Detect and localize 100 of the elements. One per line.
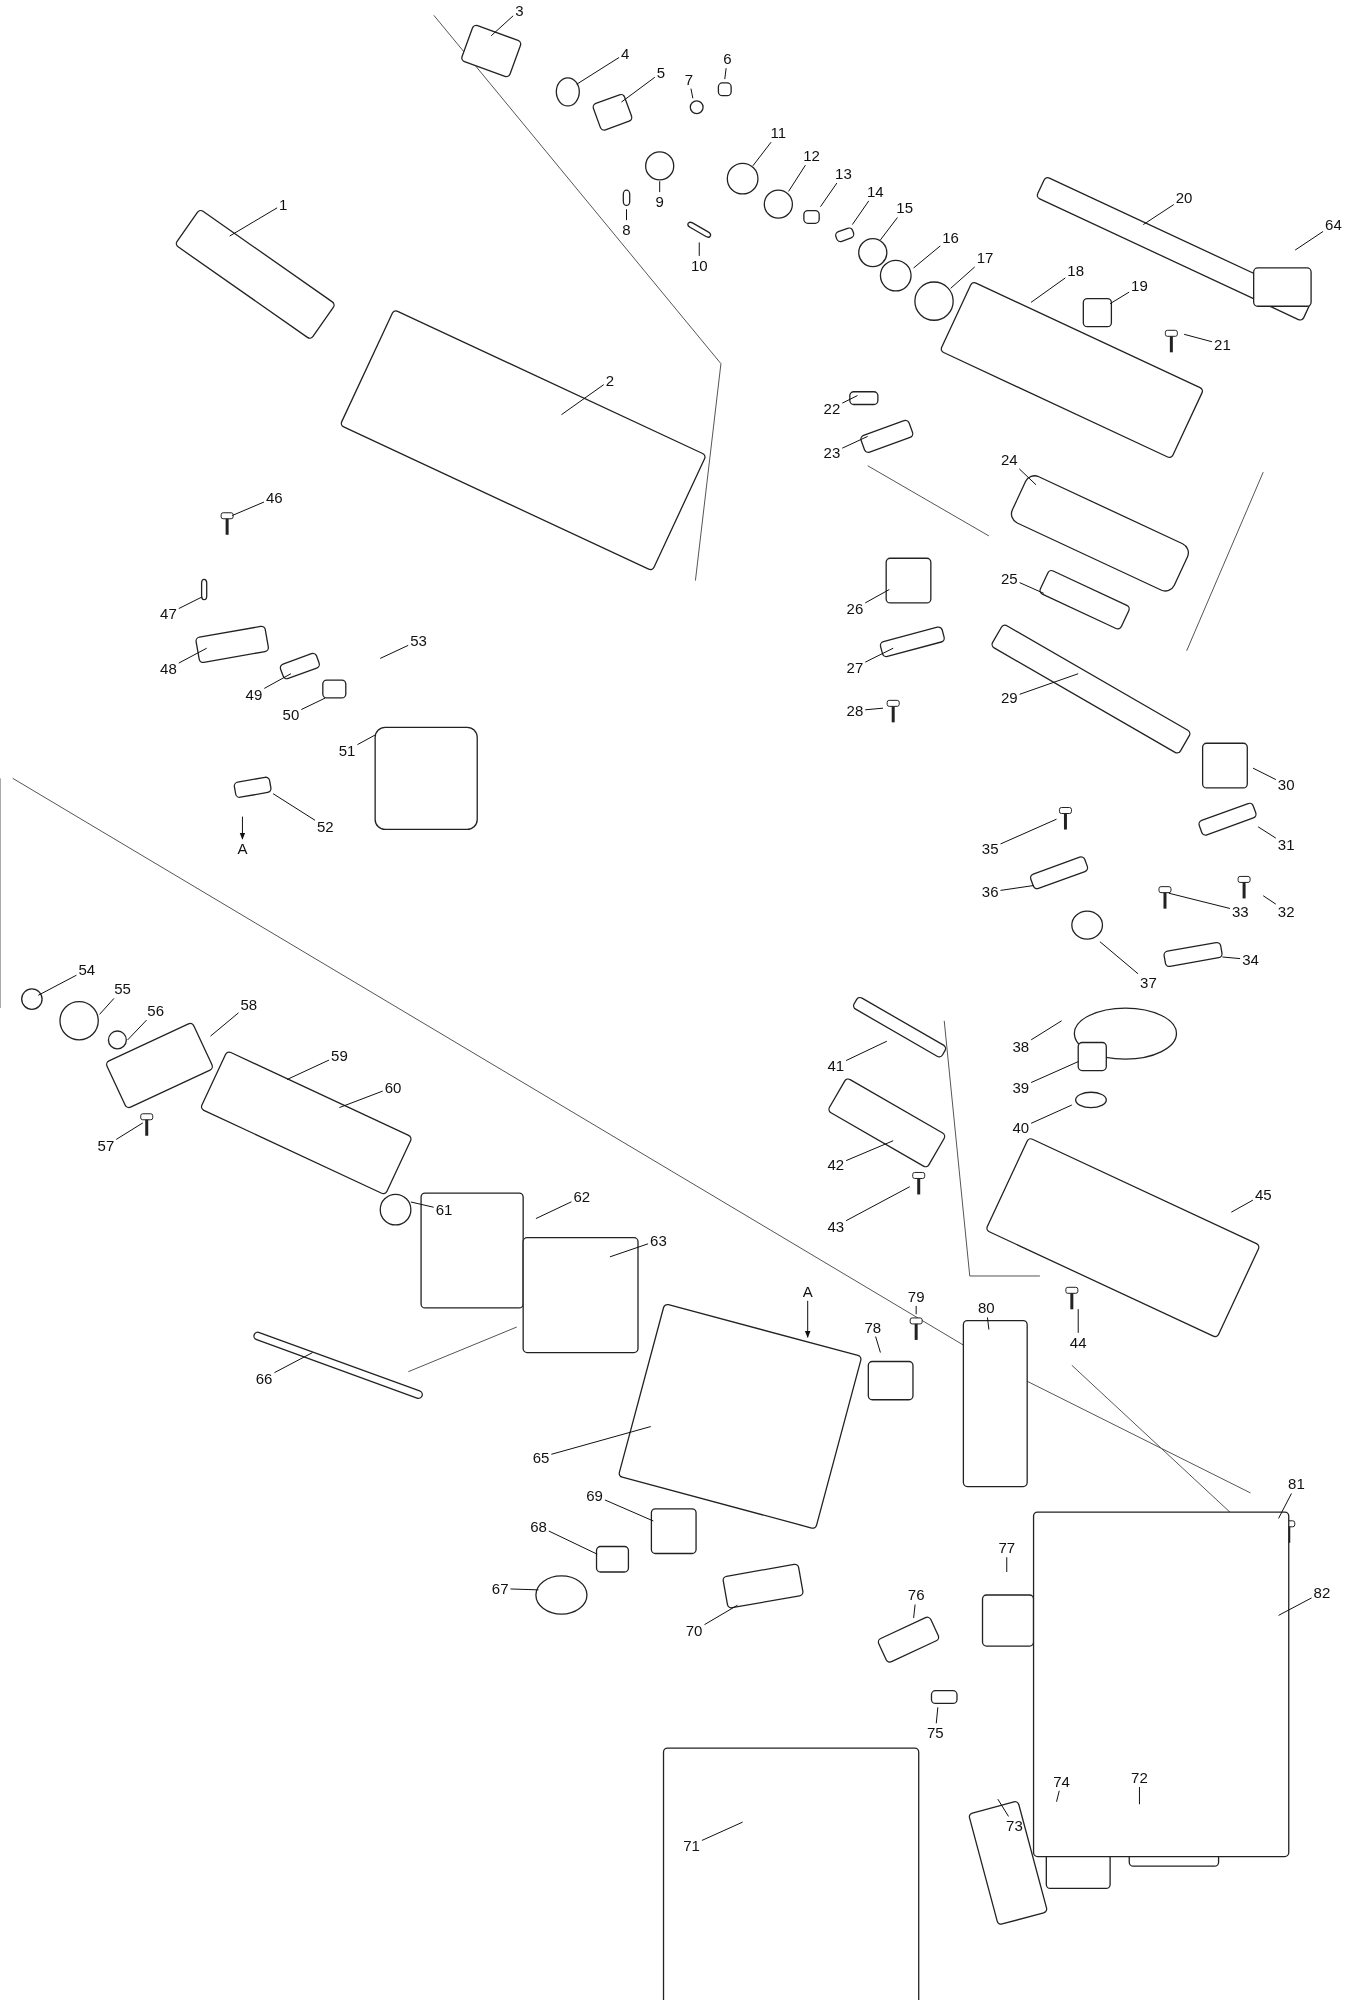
reference-letter: A [801,1282,814,1300]
leader-line [701,1821,744,1841]
callout-number: 51 [337,741,357,759]
leader-line [338,1090,384,1109]
callout-number: 43 [826,1217,846,1235]
callout-number: 67 [490,1580,510,1598]
leader-line [845,1040,888,1062]
leader-line [1030,277,1066,303]
callout-number: 11 [769,124,788,142]
callout-number: 6 [722,50,733,68]
callout-number: 47 [159,605,178,623]
leader-line [659,180,661,193]
callout-number: 62 [572,1188,592,1206]
callout-number: 54 [77,961,97,979]
callout-number: 46 [265,489,284,507]
leader-line [99,997,115,1015]
callout-number: 28 [845,702,865,720]
leader-line [510,1588,539,1591]
callout-number: 49 [244,685,264,703]
leader-line [356,734,376,746]
leader-line [263,673,292,689]
leader-line [1183,333,1213,343]
callout-number: 75 [925,1724,945,1742]
leader-line [913,245,941,269]
leader-line [239,816,246,840]
callout-number: 39 [1011,1078,1031,1096]
callout-number: 20 [1174,189,1194,207]
leader-line [690,88,694,99]
leader-line [1099,941,1139,975]
callout-number: 52 [316,818,335,836]
callout-number: 72 [1130,1768,1149,1786]
leader-line [1019,673,1079,695]
leader-line [548,1530,598,1555]
leader-line [560,384,605,416]
leader-line [272,793,316,821]
leader-line [819,182,838,208]
leader-line [1257,826,1277,839]
reference-letter: A [236,840,249,858]
callout-number: 76 [906,1586,926,1604]
callout-number: 9 [654,193,665,211]
leader-line [231,501,265,516]
callout-number: 71 [682,1836,701,1854]
callout-number: 70 [684,1622,704,1640]
callout-number: 53 [409,632,428,650]
leader-line [1278,1493,1292,1519]
callout-number: 7 [683,70,695,88]
leader-line [845,1186,911,1222]
leader-line [127,1019,148,1041]
callout-number: 14 [866,182,885,200]
leader-line [178,647,208,664]
leader-line [273,1352,314,1374]
callout-number: 40 [1011,1119,1031,1137]
leader-line [950,266,976,289]
callout-number: 69 [585,1486,604,1504]
leader-line [788,164,806,192]
callout-number: 66 [254,1369,274,1387]
leader-line [879,217,898,241]
leader-line [997,1798,1010,1817]
leader-line [864,707,884,711]
leader-line [986,1316,990,1331]
callout-number: 10 [689,256,709,274]
callout-number: 45 [1253,1185,1273,1203]
callout-number: 61 [434,1201,454,1219]
leader-line [864,647,894,663]
callout-number: 13 [834,165,853,183]
leader-line [1000,818,1057,845]
leader-line [300,697,326,711]
callout-number: 58 [239,995,259,1013]
leader-line [1056,1790,1060,1803]
leader-line [550,1426,652,1455]
callout-number: 18 [1066,262,1085,279]
callout-number: 4 [620,45,631,63]
callout-number: 64 [1324,216,1343,234]
callout-number: 34 [1241,951,1260,969]
callout-number: 56 [146,1002,165,1020]
callout-number: 32 [1276,902,1296,920]
leader-line [935,1706,939,1724]
leader-line [490,15,514,37]
leader-line [1138,1786,1140,1805]
callout-number: 41 [826,1056,846,1074]
callout-number: 33 [1230,902,1250,920]
leader-line [913,1604,916,1619]
callout-number: 31 [1276,836,1296,854]
leader-line [1252,767,1277,781]
leader-line [379,644,409,659]
leader-line [115,1122,144,1140]
leader-line [1006,1556,1008,1573]
callout-number: 35 [980,840,1000,858]
leader-line [1109,291,1130,305]
leader-line [1077,1308,1079,1334]
leader-line [864,589,890,604]
callout-number: 80 [977,1299,996,1317]
callout-number: 29 [999,689,1019,707]
callout-number: 26 [845,600,865,618]
leader-line [1262,895,1277,905]
leader-line [229,207,278,237]
leader-line [804,1300,811,1338]
callout-number: 50 [281,706,301,724]
leader-line [1230,1199,1254,1213]
leader-line [410,1201,435,1208]
